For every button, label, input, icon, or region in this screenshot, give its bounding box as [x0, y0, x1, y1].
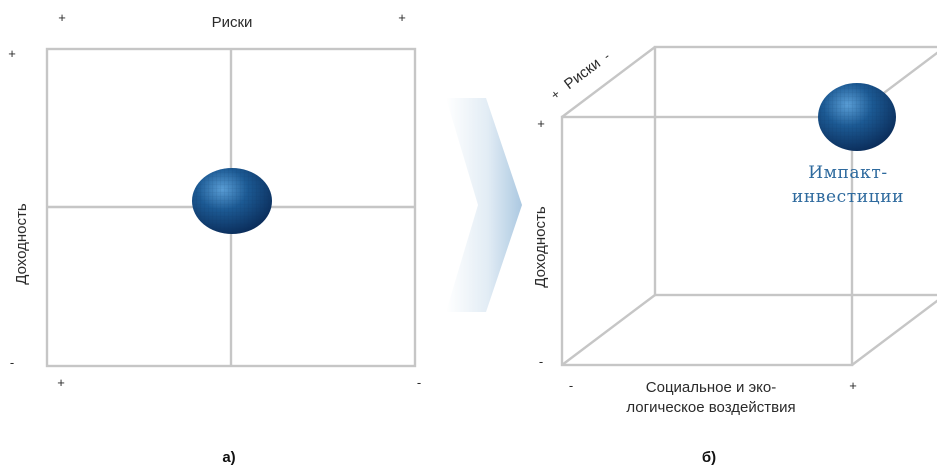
panel-a-sphere	[192, 168, 272, 234]
cube-front-face	[560, 115, 854, 367]
panel-b-depth-axis: + Риски -	[548, 49, 613, 103]
cube-edge-bottom-right	[851, 299, 937, 366]
cube-edge-bottom-left	[561, 294, 656, 366]
panel-b-depth-sign-near: +	[548, 86, 563, 103]
transition-arrow-icon	[446, 98, 522, 312]
panel-a-sign-top-left: +	[58, 10, 66, 25]
panel-a-sign-left-bottom: -	[10, 355, 14, 370]
panel-b-sign-bottom-left: -	[569, 378, 573, 393]
impact-label-line2: инвестиции	[792, 187, 904, 207]
panel-a-caption: а)	[222, 449, 235, 466]
panel-a-sign-top-right: +	[398, 10, 406, 25]
cube-back-face	[653, 45, 937, 297]
panel-b-depth-axis-label: Риски	[561, 55, 604, 93]
panel-a-sign-bottom-right: -	[417, 375, 421, 390]
panel-b-sphere	[818, 83, 896, 151]
panel-b: + Риски - + Доходность - - Социальное и …	[532, 45, 937, 466]
impact-label-line1: Импакт-	[808, 163, 888, 183]
panel-a-top-axis-label: Риски	[212, 14, 253, 31]
panel-b-caption: б)	[702, 449, 716, 466]
panel-a-sign-left-top: +	[8, 46, 16, 61]
panel-b-left-axis-label: Доходность	[532, 206, 549, 288]
panel-b-bottom-axis-label-line2: логическое воздействия	[626, 399, 795, 416]
panel-b-sign-left-bottom: -	[539, 354, 543, 369]
panel-a-sign-bottom-left: +	[57, 375, 65, 390]
panel-b-bottom-axis-label-line1: Социальное и эко-	[646, 379, 776, 396]
panel-b-sign-left-top: +	[537, 116, 545, 131]
panel-b-sign-bottom-right: +	[849, 378, 857, 393]
panel-b-depth-sign-far: -	[600, 49, 612, 64]
cube-edge-top-left	[561, 46, 656, 118]
panel-a: + Риски + + Доходность - + - а)	[8, 10, 421, 466]
panel-a-left-axis-label: Доходность	[13, 203, 30, 285]
